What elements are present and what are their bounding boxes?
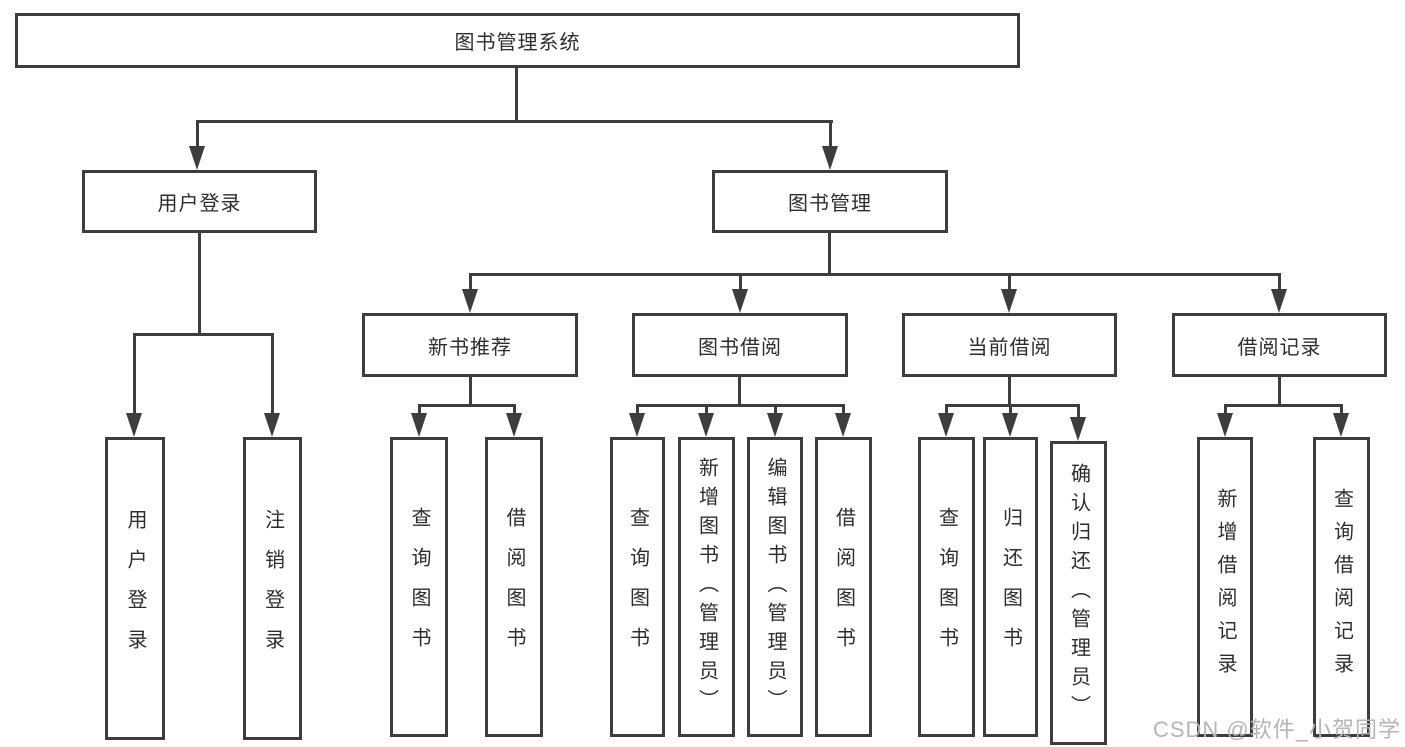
node-root-label: 图书管理系统 [454, 32, 581, 54]
connector-root-stem [515, 68, 518, 123]
node-new-book-recommend-label: 新书推荐 [428, 336, 512, 359]
leaf-query-books-current-label: 查询图书 [935, 507, 958, 667]
connector-shaft [636, 404, 639, 416]
arrow-down [767, 413, 783, 437]
watermark: CSDN @软件_小贺同学 [1152, 717, 1401, 742]
connector-shaft [271, 333, 274, 415]
connector-shaft [469, 273, 472, 291]
leaf-logout-label: 注销登录 [261, 508, 284, 669]
connector-shaft [418, 404, 421, 416]
connector-level2-bar [196, 120, 833, 123]
connector-shaft [1009, 404, 1012, 416]
leaf-query-books-recommend: 查询图书 [390, 437, 448, 737]
node-book-management: 图书管理 [712, 170, 948, 233]
arrow-down [835, 413, 851, 437]
connector-login-bar [133, 333, 274, 336]
connector-shaft [196, 120, 199, 148]
leaf-return-books-label: 归还图书 [999, 507, 1022, 667]
leaf-borrow-books-borrow-label: 借阅图书 [832, 507, 855, 667]
connector-shaft [842, 404, 845, 416]
connector-records-bar [1224, 404, 1342, 407]
node-book-borrow-label: 图书借阅 [698, 336, 782, 359]
leaf-add-borrow-record: 新增借阅记录 [1197, 437, 1253, 737]
arrow-down [126, 413, 142, 437]
node-user-login-label: 用户登录 [157, 193, 242, 215]
leaf-borrow-books-recommend: 借阅图书 [485, 437, 543, 737]
connector-shaft [1278, 273, 1281, 291]
node-book-management-label: 图书管理 [788, 193, 872, 215]
connector-level3-bar [469, 273, 1281, 276]
arrow-down [1333, 413, 1349, 437]
leaf-query-borrow-record-label: 查询借阅记录 [1330, 488, 1353, 686]
leaf-logout: 注销登录 [243, 437, 302, 740]
arrow-down [822, 146, 838, 170]
leaf-edit-book-admin-label: 编辑图书（管理员） [764, 456, 786, 718]
connector-borrow-stem [738, 377, 741, 406]
node-current-borrow: 当前借阅 [902, 313, 1117, 377]
leaf-query-books-recommend-label: 查询图书 [408, 507, 430, 667]
leaf-user-login: 用户登录 [105, 437, 165, 740]
connector-recommend-bar [418, 404, 516, 407]
arrow-down [411, 413, 427, 437]
connector-shaft [739, 273, 742, 291]
connector-shaft [1077, 404, 1080, 420]
connector-recommend-stem [469, 377, 472, 406]
arrow-down [938, 413, 954, 437]
arrow-down [264, 413, 280, 437]
connector-shaft [1340, 404, 1343, 416]
connector-shaft [1008, 273, 1011, 291]
leaf-query-books-borrow-label: 查询图书 [626, 507, 649, 667]
connector-mgmt-stem [828, 233, 831, 275]
node-new-book-recommend: 新书推荐 [362, 313, 578, 377]
node-borrow-records: 借阅记录 [1172, 313, 1387, 377]
node-current-borrow-label: 当前借阅 [967, 336, 1052, 359]
connector-login-stem [198, 233, 201, 335]
connector-records-stem [1278, 377, 1281, 406]
connector-shaft [705, 404, 708, 416]
leaf-query-books-current: 查询图书 [918, 437, 975, 737]
leaf-borrow-books-borrow: 借阅图书 [815, 437, 872, 737]
leaf-query-borrow-record: 查询借阅记录 [1313, 437, 1370, 737]
connector-borrow-bar [636, 404, 844, 407]
arrow-down [732, 289, 748, 313]
leaf-add-book-admin: 新增图书（管理员） [678, 437, 735, 737]
connector-shaft [1224, 404, 1227, 416]
arrow-down [506, 413, 522, 437]
connector-current-stem [1008, 377, 1011, 406]
arrow-down [1271, 289, 1287, 313]
arrow-down [1001, 289, 1017, 313]
arrow-down [462, 289, 478, 313]
arrow-down [1217, 413, 1233, 437]
node-user-login: 用户登录 [82, 170, 317, 233]
connector-shaft [945, 404, 948, 416]
arrow-down [698, 413, 714, 437]
leaf-confirm-return-admin-label: 确认归还（管理员） [1067, 462, 1090, 724]
leaf-return-books: 归还图书 [983, 437, 1038, 737]
arrow-down [1070, 417, 1086, 441]
leaf-add-borrow-record-label: 新增借阅记录 [1214, 488, 1236, 686]
leaf-add-book-admin-label: 新增图书（管理员） [695, 456, 718, 718]
leaf-borrow-books-recommend-label: 借阅图书 [503, 507, 525, 667]
arrow-down [1002, 413, 1018, 437]
connector-current-bar [945, 404, 1079, 407]
connector-shaft [829, 120, 832, 148]
leaf-edit-book-admin: 编辑图书（管理员） [747, 437, 803, 737]
node-root: 图书管理系统 [15, 13, 1020, 68]
connector-shaft [133, 333, 136, 415]
arrow-down [189, 146, 205, 170]
leaf-confirm-return-admin: 确认归还（管理员） [1050, 441, 1107, 745]
leaf-user-login-label: 用户登录 [124, 508, 146, 669]
leaf-query-books-borrow: 查询图书 [610, 437, 665, 737]
arrow-down [629, 413, 645, 437]
connector-shaft [513, 404, 516, 416]
connector-shaft [774, 404, 777, 416]
node-borrow-records-label: 借阅记录 [1237, 336, 1322, 359]
node-book-borrow: 图书借阅 [632, 313, 848, 377]
